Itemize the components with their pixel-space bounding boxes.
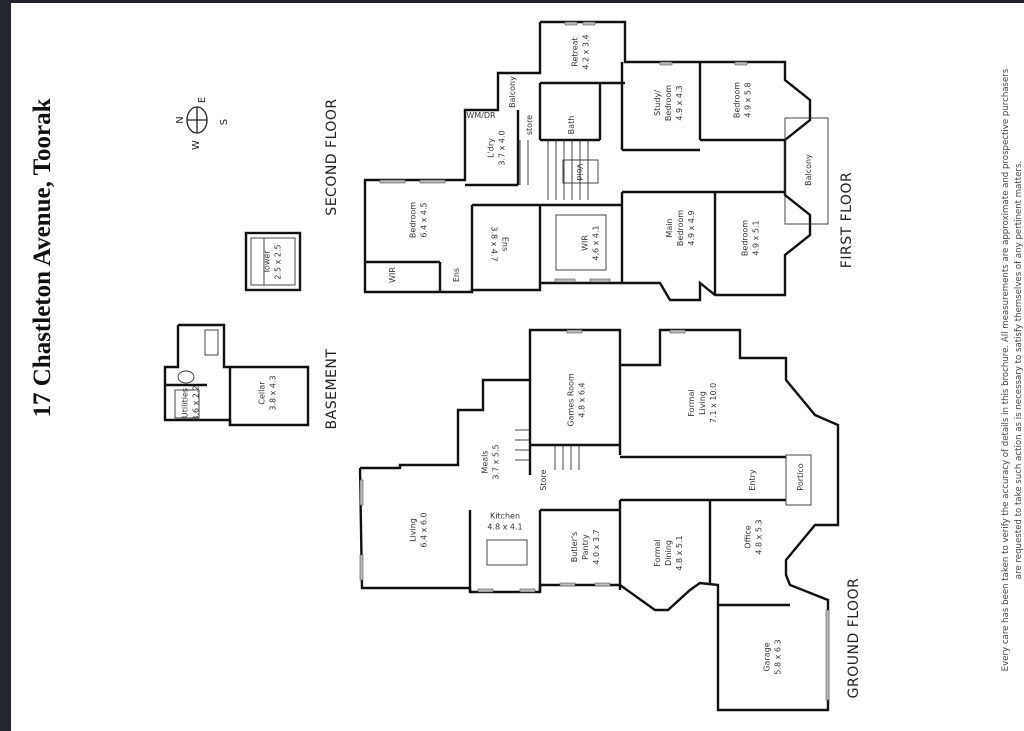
room-label-study: Study/	[653, 90, 662, 116]
room-label-tower: 2.5 x 2.5	[274, 244, 283, 279]
room-label-balcony-n: Balcony	[508, 76, 517, 108]
room-label-laundry: L'dry	[487, 138, 496, 158]
room-label-laundry: 3.7 x 4.0	[498, 130, 507, 165]
room-label-kitchen: 4.8 x 4.1	[487, 523, 522, 532]
room-label-meals: Meals	[481, 450, 490, 473]
room-label-ens-main: 3.8 x 4.7	[490, 226, 499, 261]
room-label-study: Bedroom	[664, 85, 673, 121]
room-label-bedroom-ne: 4.9 x 5.8	[744, 82, 753, 117]
floor-label-ground: GROUND FLOOR	[846, 578, 862, 699]
room-label-bedroom-w: Bedroom	[409, 202, 418, 238]
room-label-tower: Tower	[263, 250, 272, 275]
room-label-garage: Garage	[763, 642, 772, 671]
room-label-bedroom-w: 6.4 x 4.5	[420, 202, 429, 237]
room-label-retreat: 4.2 x 3.4	[582, 34, 591, 69]
compass-s: S	[219, 119, 230, 125]
room-label-cellar: Cellar	[258, 381, 267, 405]
room-label-living: Living	[409, 518, 418, 542]
plan-title: 17 Chastleton Avenue, Toorak	[29, 98, 56, 417]
room-label-utilities: 3.6 x 2.2	[192, 385, 201, 420]
disclaimer-line-2: are requested to take such action as is …	[1014, 161, 1024, 579]
tower-plan	[244, 231, 302, 292]
room-label-bedroom-ne: Bedroom	[733, 82, 742, 118]
room-label-garage: 5.8 x 6.3	[774, 639, 783, 674]
room-label-wmdr: WM/DR	[466, 111, 496, 120]
compass-e: E	[197, 97, 208, 103]
room-label-bath: Bath	[567, 116, 576, 135]
compass-n: N	[175, 116, 186, 123]
room-label-store-2: Store	[539, 469, 548, 490]
room-label-office: Office	[744, 525, 753, 548]
room-label-ens-main: Ens	[501, 237, 510, 251]
room-label-balcony-e: Balcony	[804, 154, 813, 186]
room-label-void: Void	[575, 163, 584, 180]
room-label-store-1: store	[525, 115, 534, 135]
room-label-formal-dining: Formal	[653, 539, 662, 566]
room-label-games: 4.8 x 6.4	[578, 382, 587, 417]
room-label-cellar: 3.8 x 4.3	[269, 375, 278, 410]
room-label-kitchen: Kitchen	[490, 512, 520, 521]
room-label-retreat: Retreat	[571, 37, 580, 66]
room-label-formal-living: 7.1 x 10.0	[709, 383, 718, 423]
room-label-meals: 3.7 x 5.5	[492, 444, 501, 479]
room-label-study: 4.9 x 4.3	[675, 85, 684, 120]
room-label-butlers: Pantry	[581, 534, 590, 560]
room-label-butlers: Butler's	[570, 532, 579, 563]
floor-label-second: SECOND FLOOR	[324, 98, 340, 215]
room-label-formal-dining: Dining	[664, 540, 673, 566]
room-label-portico: Portico	[796, 463, 805, 490]
window-frame-left	[0, 0, 11, 731]
room-label-butlers: 4.0 x 3.7	[592, 529, 601, 564]
room-label-living: 6.4 x 6.0	[420, 512, 429, 547]
room-label-utilities: Utilities	[181, 388, 190, 418]
floor-label-basement: BASEMENT	[324, 349, 340, 430]
room-label-ens-w: Ens	[452, 268, 461, 282]
room-label-main-bedroom: Main	[665, 218, 674, 237]
compass-icon: N E S W	[175, 97, 230, 150]
basement-plan	[163, 323, 310, 427]
room-label-formal-dining: 4.8 x 5.1	[675, 535, 684, 570]
first-floor-plan	[363, 20, 829, 302]
room-label-main-bedroom: 4.9 x 4.9	[687, 210, 696, 245]
room-label-formal-living: Living	[698, 391, 707, 415]
room-label-wir-main: 4.6 x 4.1	[592, 225, 601, 260]
room-label-bedroom-se: Bedroom	[741, 220, 750, 256]
room-label-main-bedroom: Bedroom	[676, 210, 685, 246]
room-label-entry: Entry	[748, 469, 757, 491]
compass-w: W	[191, 140, 202, 150]
room-label-bedroom-se: 4.9 x 5.1	[752, 220, 761, 255]
room-label-office: 4.8 x 5.3	[755, 519, 764, 554]
disclaimer-line-1: Every care has been taken to verify the …	[1001, 68, 1011, 671]
window-frame-top	[0, 0, 1024, 3]
room-label-games: Games Room	[567, 373, 576, 427]
ground-floor-plan	[358, 328, 840, 712]
room-label-formal-living: Formal	[687, 389, 696, 416]
room-label-wir-main: WIR	[581, 235, 590, 251]
floor-label-first: FIRST FLOOR	[839, 172, 855, 268]
room-label-wir-w: WIR	[388, 267, 397, 283]
